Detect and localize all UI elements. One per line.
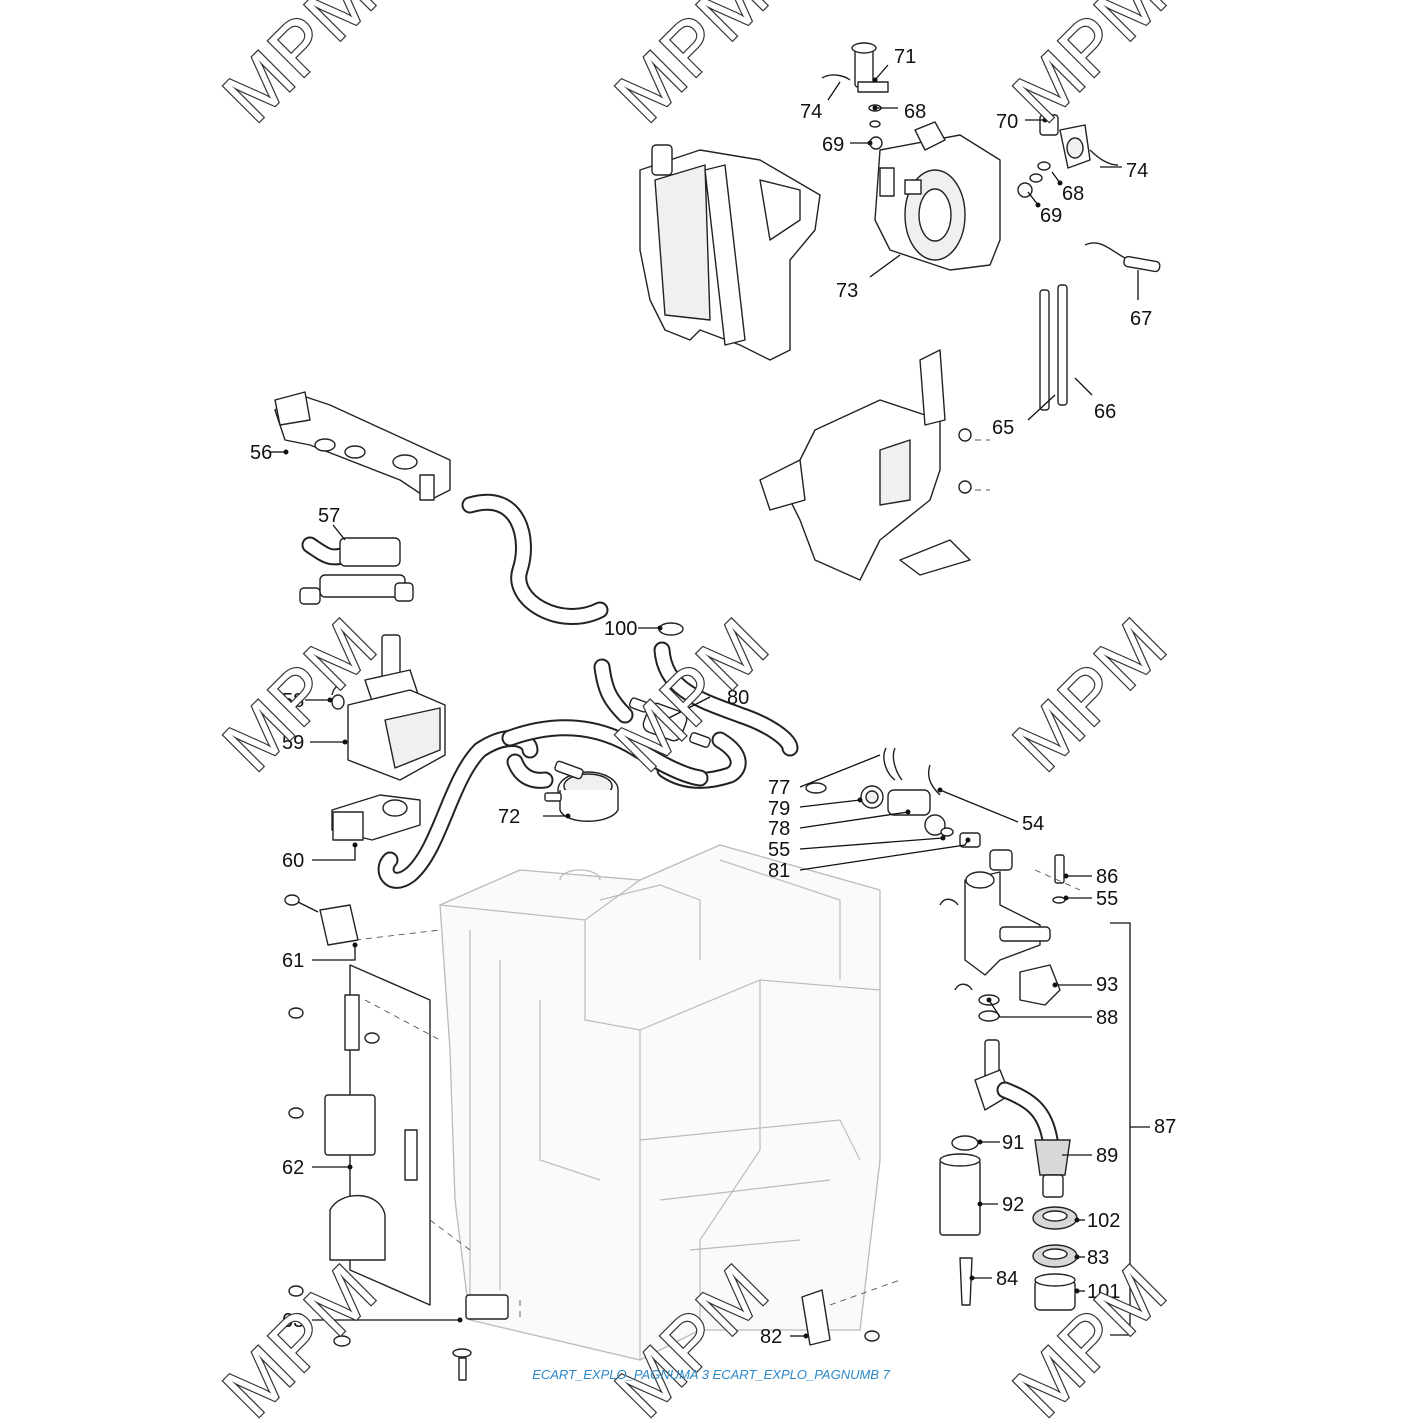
- callout-63: 63: [282, 1310, 304, 1332]
- outlet-pin: [1052, 854, 1066, 904]
- callout-84: 84: [996, 1268, 1018, 1290]
- control-board: [288, 964, 431, 1306]
- brew-group-housing: [639, 144, 821, 361]
- callout-65: 65: [992, 417, 1014, 439]
- watermark-text: MPM: [207, 0, 392, 137]
- callout-74: 74: [800, 101, 822, 123]
- callout-80: 80: [727, 687, 749, 709]
- water-hose-lower: [377, 719, 709, 889]
- water-pump: [331, 634, 446, 781]
- watermark-text: MPM: [997, 601, 1182, 786]
- callout-58: 58: [282, 690, 304, 712]
- callout-60: 60: [282, 850, 304, 872]
- callout-91: 91: [1002, 1132, 1024, 1154]
- watermark-text: MPM: [997, 1247, 1182, 1422]
- terminal-block: [284, 894, 359, 946]
- callout-82: 82: [760, 1326, 782, 1348]
- callout-61: 61: [282, 950, 304, 972]
- micro-switch: [333, 1294, 509, 1381]
- callout-57: 57: [318, 505, 340, 527]
- hose-clamp: [658, 622, 684, 636]
- callout-labels: 54 55 55 56 57 58 59 60 61 62 63 65 66 6…: [250, 46, 1176, 1348]
- callout-62: 62: [282, 1157, 304, 1179]
- callout-79: 79: [768, 798, 790, 820]
- callout-56: 56: [250, 442, 272, 464]
- leader-dots: [283, 77, 1080, 1339]
- boiler-valve: [544, 760, 619, 822]
- callout-59: 59: [282, 732, 304, 754]
- boiler-assembly: [874, 121, 1001, 271]
- callout-78: 78: [768, 818, 790, 840]
- group-bracket-87: [1110, 922, 1150, 1336]
- callout-88: 88: [1096, 1007, 1118, 1029]
- callout-67: 67: [1130, 308, 1152, 330]
- callout-69: 69: [822, 134, 844, 156]
- callout-73: 73: [836, 280, 858, 302]
- callout-89: 89: [1096, 1145, 1118, 1167]
- flow-meter-hoses: [593, 641, 799, 789]
- callout-68: 68: [904, 101, 926, 123]
- mounting-bracket: [759, 349, 972, 581]
- callout-68: 68: [1062, 183, 1084, 205]
- watermark-text: MPM: [997, 0, 1182, 137]
- assembly-guides: [354, 439, 1081, 1320]
- callout-66: 66: [1094, 401, 1116, 423]
- top-fittings: [821, 42, 889, 150]
- steam-valve: [1017, 114, 1119, 198]
- door-lever: [801, 1289, 880, 1346]
- coffee-spout: [974, 1039, 1071, 1198]
- callout-81: 81: [768, 860, 790, 882]
- callout-72: 72: [498, 806, 520, 828]
- callout-93: 93: [1096, 974, 1118, 996]
- spout-accessories: [939, 1135, 1078, 1311]
- water-hose-upper: [461, 494, 609, 625]
- callout-55: 55: [768, 839, 790, 861]
- callout-69: 69: [1040, 205, 1062, 227]
- callout-102: 102: [1087, 1210, 1120, 1232]
- callout-100: 100: [604, 618, 637, 640]
- connector-fittings: [805, 747, 1013, 871]
- callout-86: 86: [1096, 866, 1118, 888]
- callout-74: 74: [1126, 160, 1148, 182]
- callout-92: 92: [1002, 1194, 1024, 1216]
- callout-77: 77: [768, 777, 790, 799]
- temperature-probe: [1084, 242, 1161, 273]
- top-cover: [274, 391, 451, 501]
- machine-frame: [439, 844, 881, 1361]
- callout-55: 55: [1096, 888, 1118, 910]
- watermark-text: MPM: [599, 0, 784, 137]
- pump-support: [331, 794, 421, 841]
- diagram-caption: ECART_EXPLO_PAGNUMA 3 ECART_EXPLO_PAGNUM…: [532, 1367, 890, 1382]
- callout-71: 71: [894, 46, 916, 68]
- callout-87: 87: [1154, 1116, 1176, 1138]
- callout-54: 54: [1022, 813, 1044, 835]
- callout-101: 101: [1087, 1281, 1120, 1303]
- callout-83: 83: [1087, 1247, 1109, 1269]
- coffee-spout-assembly: [939, 871, 1061, 1022]
- callout-70: 70: [996, 111, 1018, 133]
- valve-assembly: [299, 536, 414, 605]
- support-rods: [1039, 284, 1068, 411]
